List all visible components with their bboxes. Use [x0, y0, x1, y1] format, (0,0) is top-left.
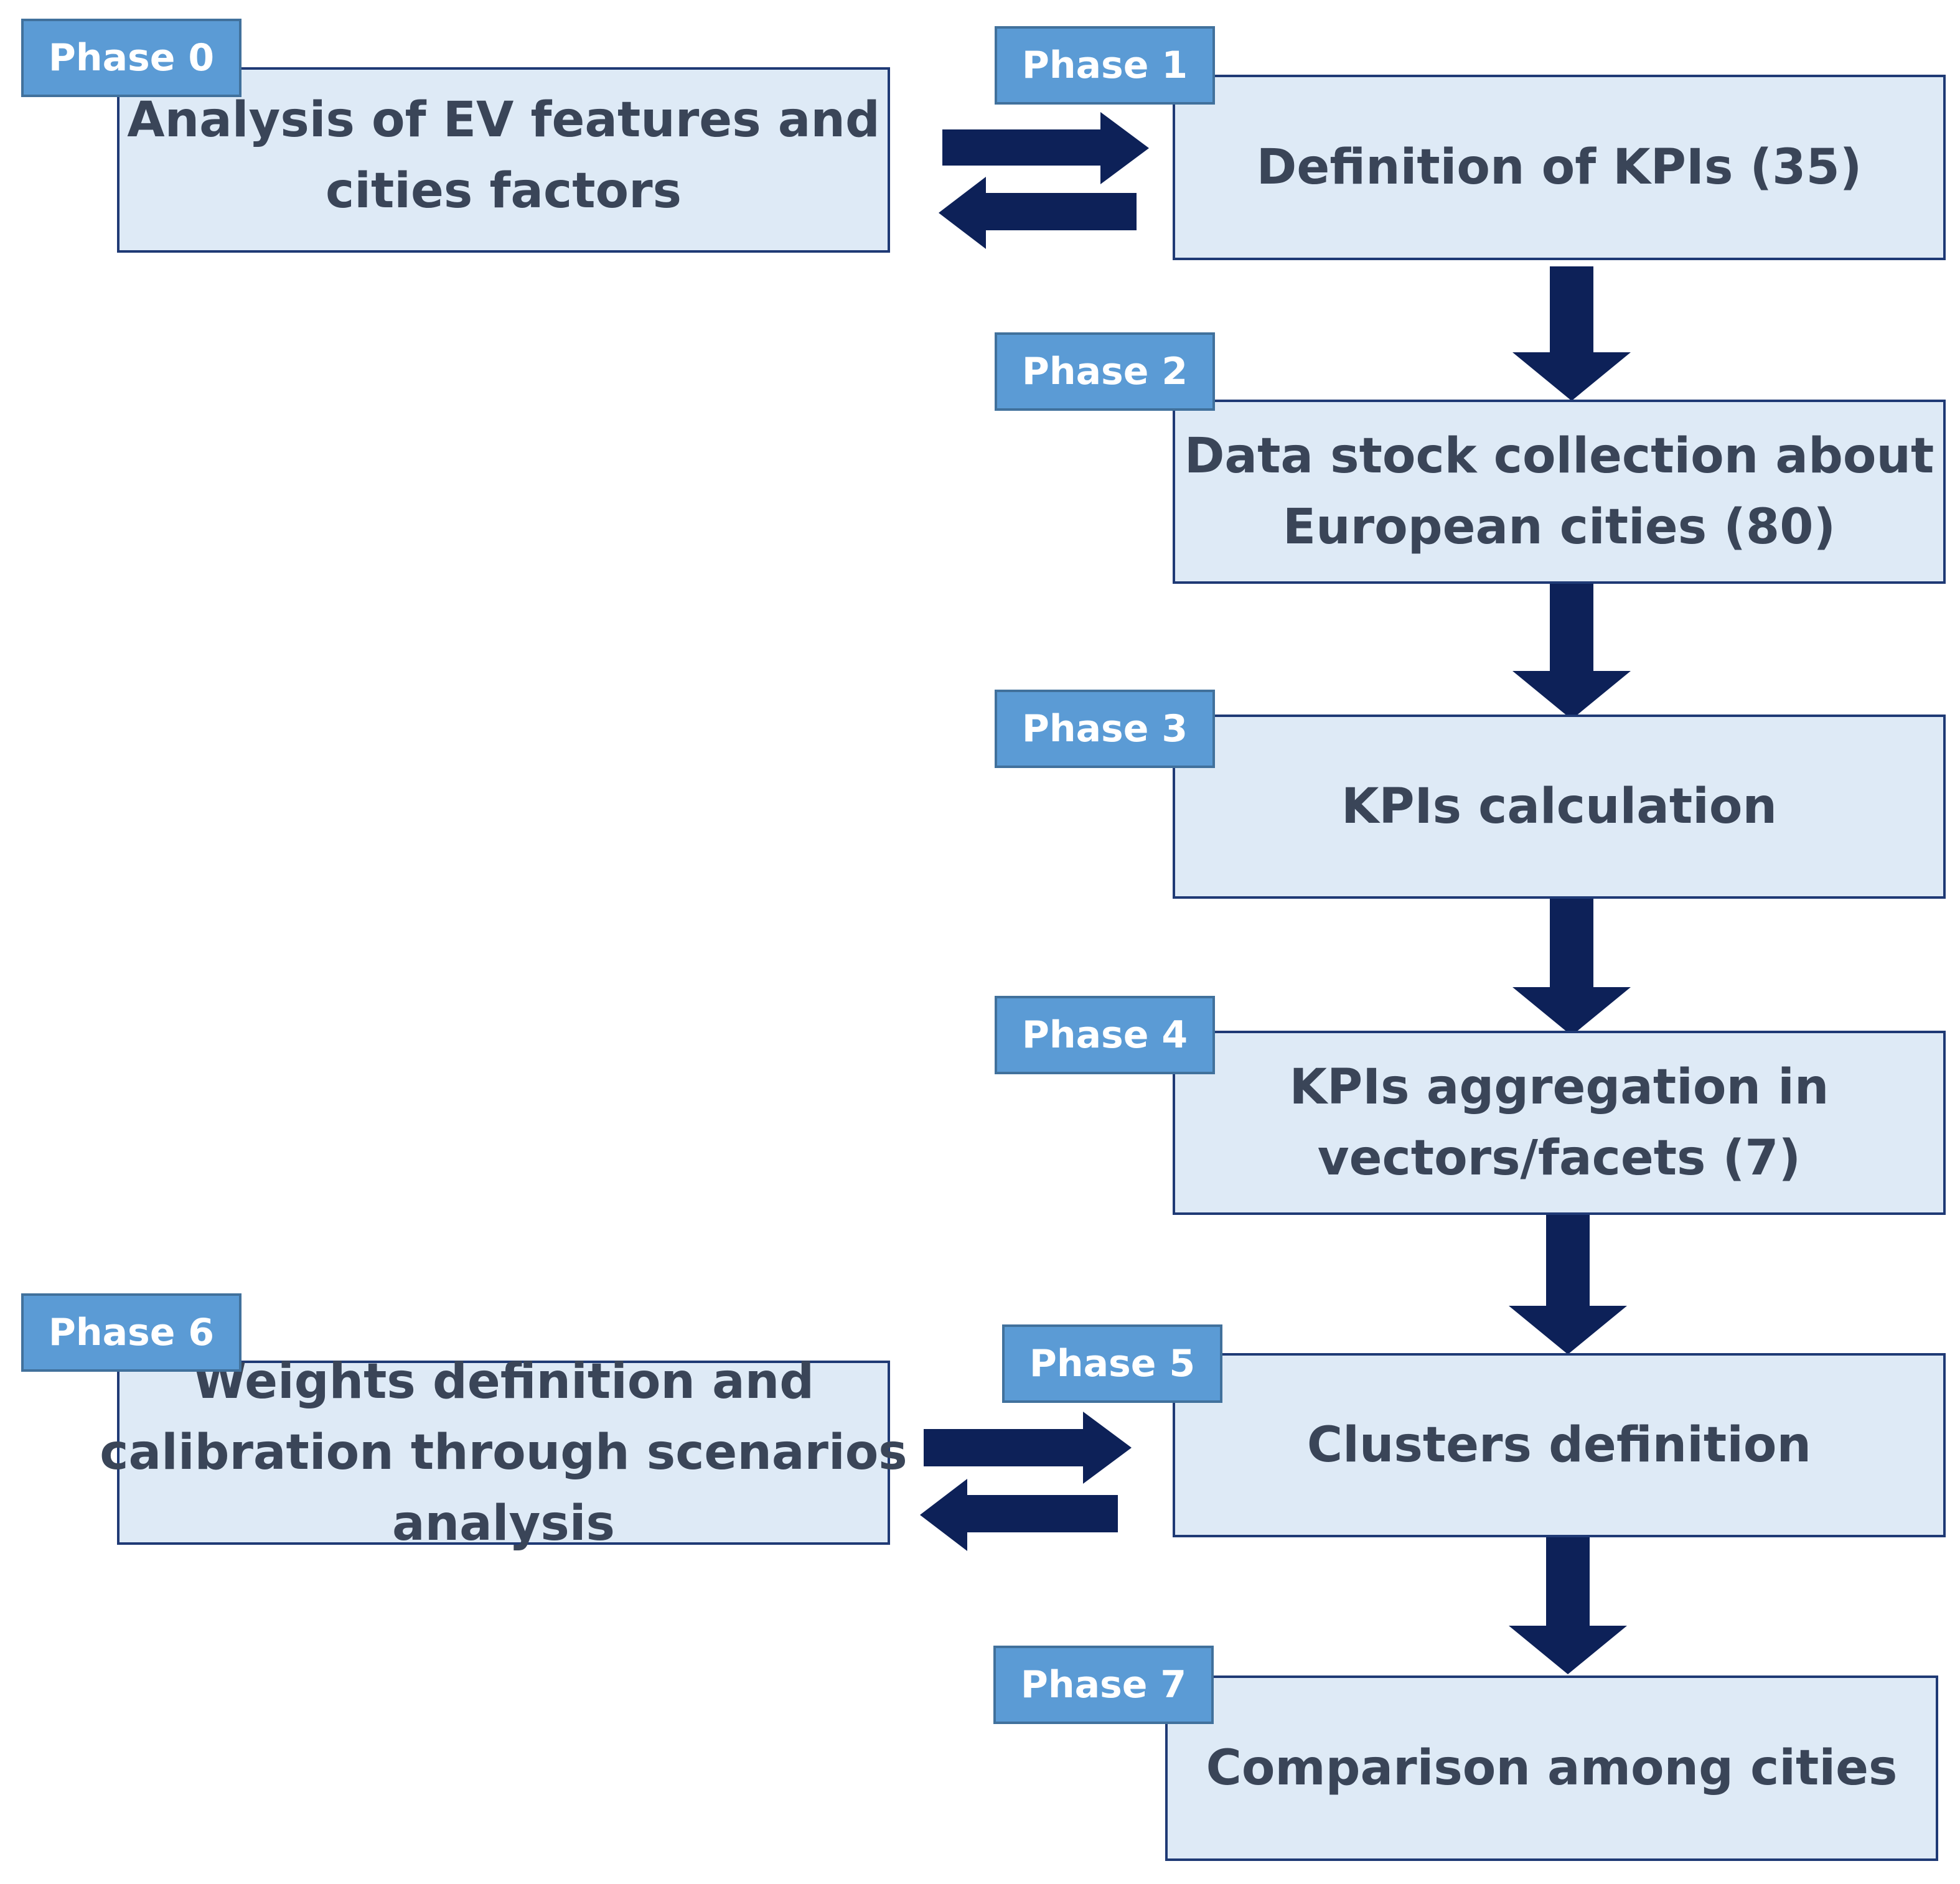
phase-7-box: Comparison among cities: [1165, 1675, 1938, 1861]
phase-2-text-line-2: European cities (80): [1282, 499, 1836, 555]
phase-3-text-line-1: KPIs calculation: [1341, 779, 1778, 835]
phase-2-tag: Phase 2: [995, 332, 1215, 411]
arrow-down-phase4-to-phase5: [1509, 1214, 1627, 1354]
phase-6-text-line-1: Weights definition and: [192, 1354, 815, 1410]
arrow-right-phase6-to-phase5: [924, 1412, 1132, 1484]
arrow-down-phase5-to-phase7: [1509, 1535, 1627, 1674]
phase-6-text-line-2: calibration through scenarios: [100, 1425, 907, 1481]
phase-0-text-line-2: cities factors: [325, 163, 682, 219]
phase-1-tag: Phase 1: [995, 26, 1215, 105]
phase-4-tag: Phase 4: [995, 996, 1215, 1074]
phase-5-tag: Phase 5: [1002, 1324, 1222, 1403]
phase-4-text-line-2: vectors/facets (7): [1317, 1130, 1801, 1186]
phase-1-text-line-1: Definition of KPIs (35): [1256, 139, 1862, 195]
phase-0-tag: Phase 0: [21, 19, 241, 97]
phase-1-box: Definition of KPIs (35): [1173, 75, 1946, 260]
arrow-down-phase2-to-phase3: [1512, 584, 1631, 719]
phase-2-box: Data stock collection about European cit…: [1173, 400, 1946, 584]
phase-7-text-line-1: Comparison among cities: [1206, 1740, 1898, 1796]
phase-4-text-line-1: KPIs aggregation in: [1289, 1059, 1829, 1115]
arrow-left-phase5-to-phase6: [920, 1479, 1118, 1551]
arrow-down-phase3-to-phase4: [1512, 897, 1631, 1036]
phase-6-tag: Phase 6: [21, 1293, 241, 1372]
phase-0-text-line-1: Analysis of EV features and: [127, 92, 880, 148]
phase-3-tag: Phase 3: [995, 690, 1215, 768]
phase-0-box: Analysis of EV features and cities facto…: [117, 67, 890, 253]
arrow-down-phase1-to-phase2: [1512, 266, 1631, 401]
phase-5-text-line-1: Clusters definition: [1306, 1417, 1812, 1473]
phase-7-tag: Phase 7: [993, 1646, 1214, 1724]
phase-6-box: Weights definition and calibration throu…: [100, 1354, 907, 1552]
phase-3-box: KPIs calculation: [1173, 715, 1946, 899]
arrow-left-phase1-to-phase0: [939, 177, 1137, 249]
phase-2-text-line-1: Data stock collection about: [1184, 428, 1934, 484]
arrow-right-phase0-to-phase1: [942, 112, 1149, 184]
phase-4-box: KPIs aggregation in vectors/facets (7): [1173, 1031, 1946, 1215]
phase-5-box: Clusters definition: [1173, 1353, 1946, 1537]
phase-6-text-line-3: analysis: [392, 1496, 615, 1552]
